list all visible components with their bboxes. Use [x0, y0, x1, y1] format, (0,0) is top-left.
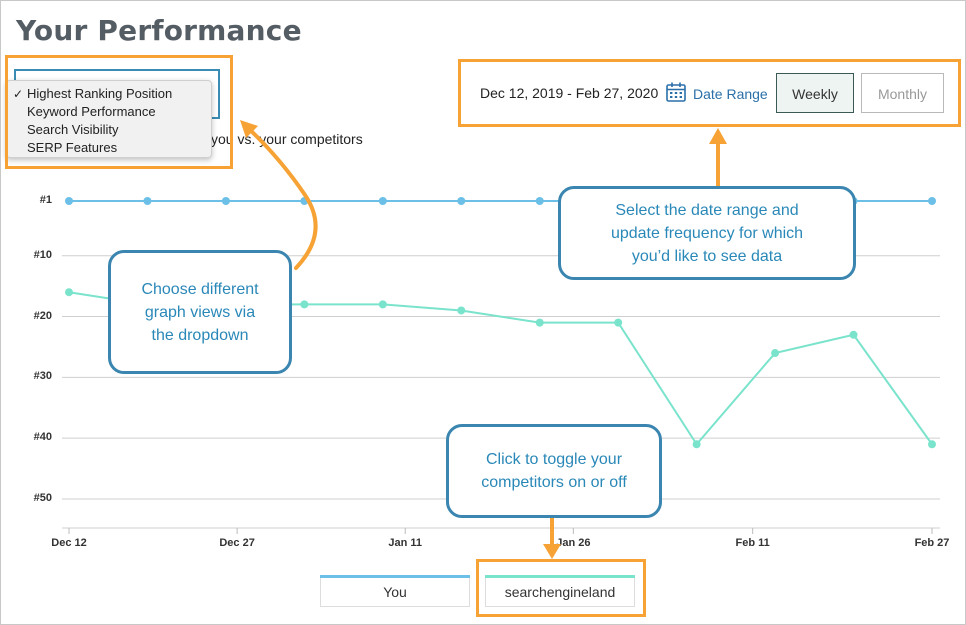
- legend-color-bar-you: [320, 575, 470, 578]
- y-tick-label: #1: [39, 194, 52, 206]
- dropdown-item-label: Keyword Performance: [27, 104, 156, 119]
- callout-toggle-competitors: Click to toggle your competitors on or o…: [446, 424, 662, 518]
- x-tick-label: Feb 27: [914, 537, 950, 549]
- dropdown-item-label: Search Visibility: [27, 122, 119, 137]
- x-tick-label: Jan 11: [388, 537, 423, 549]
- data-point: [928, 197, 936, 205]
- highlight-box-dropdown: [5, 55, 233, 169]
- dropdown-item-keyword-performance[interactable]: Keyword Performance: [7, 103, 211, 121]
- dropdown-item-label: SERP Features: [27, 140, 118, 155]
- y-tick-label: #40: [33, 431, 52, 444]
- callout-line: graph views via: [144, 303, 256, 321]
- x-tick-label: Dec 27: [219, 537, 255, 549]
- data-point: [692, 440, 701, 449]
- calendar-icon[interactable]: [665, 81, 687, 103]
- date-range-link[interactable]: Date Range: [693, 86, 768, 102]
- data-point: [614, 318, 623, 327]
- x-tick-label: Jan 26: [556, 537, 591, 549]
- dropdown-item-serp-features[interactable]: SERP Features: [7, 139, 211, 157]
- y-tick-label: #30: [33, 370, 52, 383]
- callout-line: update frequency for which: [610, 224, 804, 242]
- callout-line: Select the date range and: [615, 201, 799, 219]
- dropdown-item-search-visibility[interactable]: Search Visibility: [7, 121, 211, 139]
- dropdown-item-highest-ranking-position[interactable]: ✓ Highest Ranking Position: [7, 85, 211, 103]
- legend-color-bar-searchengineland: [485, 575, 635, 578]
- weekly-button[interactable]: Weekly: [776, 73, 854, 113]
- data-point: [457, 306, 466, 315]
- y-tick-label: #20: [33, 309, 52, 322]
- callout-line: the dropdown: [151, 326, 249, 344]
- legend-item-searchengineland[interactable]: searchengineland: [485, 575, 635, 607]
- data-point: [378, 197, 387, 205]
- data-point: [378, 300, 387, 309]
- view-dropdown-menu: ✓ Highest Ranking Position Keyword Perfo…: [6, 80, 212, 158]
- data-point: [221, 197, 230, 205]
- callout-date-range: Select the date range and update frequen…: [558, 186, 856, 280]
- data-point: [535, 318, 544, 327]
- data-point: [65, 288, 73, 297]
- data-point: [457, 197, 466, 205]
- dropdown-item-label: Highest Ranking Position: [27, 86, 173, 101]
- legend-label: You: [383, 584, 407, 600]
- x-tick-label: Feb 11: [735, 537, 770, 549]
- y-tick-label: #50: [33, 492, 52, 504]
- data-point: [849, 330, 858, 339]
- arrowhead-icon: [543, 544, 561, 559]
- arrowhead-icon: [240, 120, 258, 138]
- callout-line: Click to toggle your: [485, 451, 623, 468]
- x-axis: [62, 527, 940, 534]
- y-tick-label: #10: [33, 248, 52, 261]
- data-point: [771, 349, 780, 358]
- checkmark-icon: ✓: [13, 87, 24, 101]
- x-tick-label: Dec 12: [51, 537, 87, 549]
- arrow-to-dropdown: [246, 126, 318, 270]
- legend-item-you[interactable]: You: [320, 575, 470, 607]
- data-point: [300, 300, 309, 309]
- data-point: [65, 197, 73, 205]
- callout-line: you’d like to see data: [631, 247, 783, 265]
- data-point: [143, 197, 152, 205]
- monthly-button[interactable]: Monthly: [861, 73, 944, 113]
- page-title: Your Performance: [16, 14, 302, 47]
- callout-line: competitors on or off: [481, 474, 627, 491]
- date-range-text: Dec 12, 2019 - Feb 27, 2020: [480, 85, 659, 101]
- callout-dropdown: Choose different graph views via the dro…: [108, 250, 292, 374]
- data-point: [535, 197, 544, 205]
- arrowhead-icon: [709, 128, 727, 144]
- legend-label: searchengineland: [504, 584, 616, 600]
- data-point: [928, 440, 936, 449]
- highlight-box-legend: [476, 559, 646, 617]
- callout-line: Choose different: [141, 280, 259, 298]
- highlight-box-date-controls: [458, 59, 961, 127]
